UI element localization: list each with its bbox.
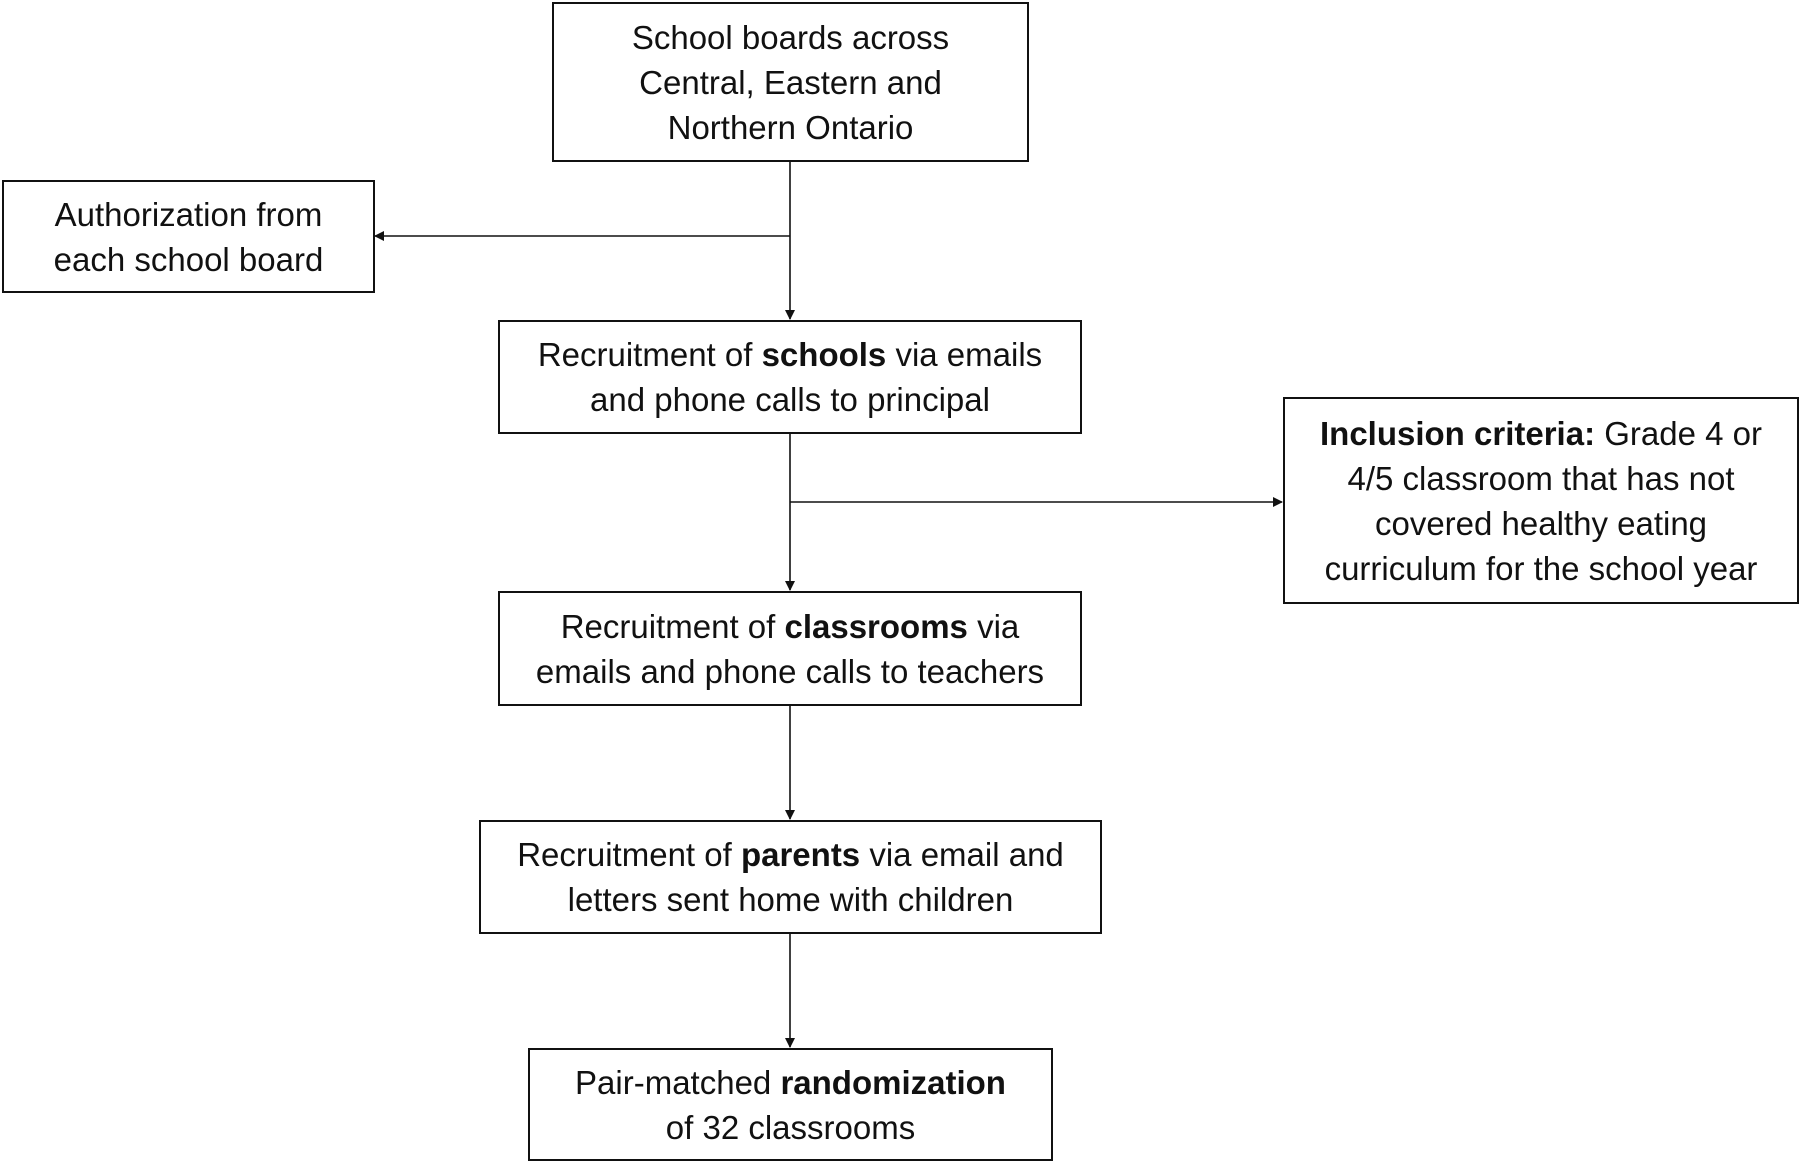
node-text-segment: Northern Ontario	[667, 108, 914, 146]
node-text-line: Central, Eastern and	[632, 60, 949, 105]
node-text-line: each school board	[54, 237, 324, 282]
node-text-emphasis: parents	[740, 836, 861, 873]
node-text-line: Authorization from	[54, 192, 324, 237]
node-text-segment: Recruitment of	[560, 607, 785, 645]
node-text-line: Pair-matched randomization	[575, 1060, 1006, 1105]
node-text-line: Recruitment of schools via emails	[538, 332, 1042, 377]
node-text-segment: School boards across	[631, 18, 950, 56]
node-text-line: Recruitment of classrooms via	[536, 604, 1044, 649]
node-text-segment: of 32 classrooms	[665, 1108, 916, 1146]
node-text-segment: and phone calls to principal	[590, 381, 990, 418]
node-text-segment: via email and	[860, 836, 1064, 873]
node-text-line: 4/5 classroom that has not	[1320, 456, 1762, 501]
node-text: Recruitment of schools via emails and pho…	[538, 332, 1042, 422]
node-text-segment: letters sent home with children	[567, 881, 1014, 918]
node-authorization: Authorization from each school board	[2, 180, 375, 293]
node-text-line: curriculum for the school year	[1320, 546, 1762, 591]
node-text-line: letters sent home with children	[517, 877, 1064, 922]
node-text-line: School boards across	[632, 15, 949, 60]
node-text-line: Northern Ontario	[632, 105, 949, 150]
node-text-segment: curriculum for the school year	[1324, 549, 1758, 587]
node-text-line: of 32 classrooms	[575, 1105, 1006, 1150]
node-text-emphasis: classrooms	[784, 607, 968, 645]
node-text-emphasis: randomization	[780, 1063, 1006, 1101]
node-text-segment: emails and phone calls to teachers	[535, 652, 1045, 690]
node-text-segment: each school board	[53, 240, 324, 278]
node-text-segment: covered healthy eating	[1374, 504, 1708, 542]
node-text-line: Recruitment of parents via email and	[517, 832, 1064, 877]
node-text-emphasis: schools	[761, 336, 887, 373]
node-text-segment: via	[967, 607, 1020, 645]
node-text-segment: via emails	[886, 336, 1043, 373]
node-recruit-schools: Recruitment of schools via emails and pho…	[498, 320, 1082, 434]
node-text-segment: Pair-matched	[575, 1063, 781, 1101]
node-text-line: covered healthy eating	[1320, 501, 1762, 546]
node-text-segment: Grade 4 or	[1595, 414, 1762, 452]
node-text-line: and phone calls to principal	[538, 377, 1042, 422]
node-text-line: emails and phone calls to teachers	[536, 649, 1044, 694]
node-text: Authorization from each school board	[54, 192, 324, 282]
node-text-line: Inclusion criteria: Grade 4 or	[1320, 411, 1762, 456]
node-text-segment: Recruitment of	[537, 336, 762, 373]
node-recruit-parents: Recruitment of parents via email and lett…	[479, 820, 1102, 934]
node-text-segment: Authorization from	[54, 195, 323, 233]
node-text: Recruitment of parents via email and lett…	[517, 832, 1064, 922]
node-text-segment: Central, Eastern and	[639, 63, 942, 101]
node-text-segment: 4/5 classroom that has not	[1347, 459, 1735, 497]
node-text-emphasis: Inclusion criteria:	[1320, 414, 1596, 452]
node-text-segment: Recruitment of	[517, 836, 741, 873]
